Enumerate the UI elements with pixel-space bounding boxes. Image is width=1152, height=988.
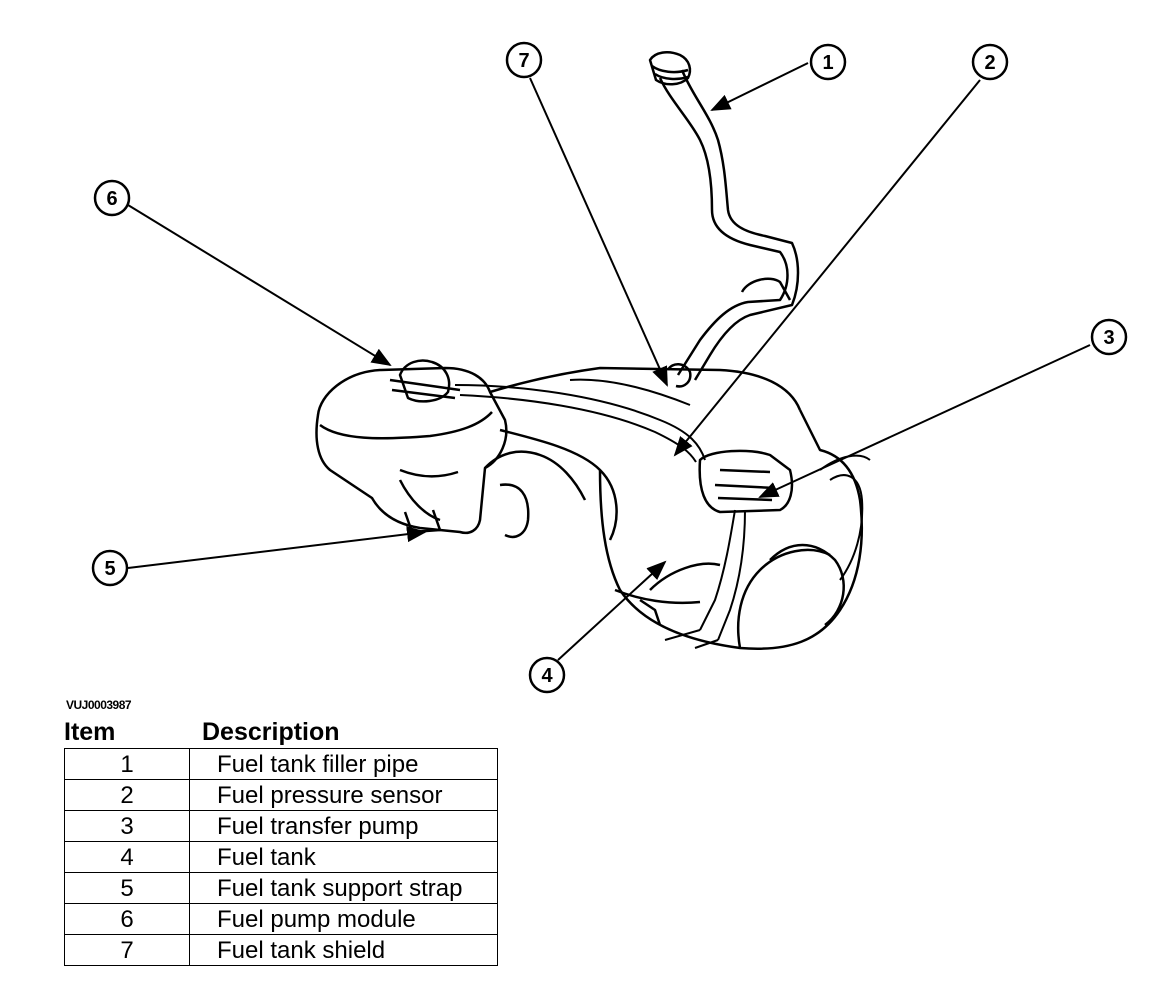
callout-number: 6 [106,188,117,210]
leader-line-1 [710,62,809,111]
item-number: 4 [64,841,190,873]
legend-table: 1 Fuel tank filler pipe 2 Fuel pressure … [64,748,498,966]
leader-line-7 [529,77,668,387]
fuel-tank-diagram: 1 2 3 4 5 6 7 [91,41,1128,694]
callout-7: 7 [505,41,543,79]
filler-pipe-drawing [648,51,800,388]
figure-code: VUJ0003987 [66,698,132,712]
leader-line-3 [758,344,1091,498]
callout-2: 2 [971,43,1009,81]
fuel-tank-drawing [315,359,871,650]
table-row: 7 Fuel tank shield [64,934,498,966]
table-header: Item Description [64,718,504,748]
table-row: 6 Fuel pump module [64,903,498,935]
header-description: Description [202,718,340,746]
leader-line-6 [127,204,392,367]
item-number: 1 [64,748,190,780]
leader-lines [127,62,1091,661]
item-description: Fuel tank filler pipe [189,748,498,780]
item-description: Fuel tank support strap [189,872,498,904]
item-number: 3 [64,810,190,842]
item-number: 6 [64,903,190,935]
table-row: 5 Fuel tank support strap [64,872,498,904]
item-description: Fuel transfer pump [189,810,498,842]
item-number: 7 [64,934,190,966]
item-description: Fuel pressure sensor [189,779,498,811]
callout-number: 2 [984,52,995,74]
item-description: Fuel tank [189,841,498,873]
table-row: 3 Fuel transfer pump [64,810,498,842]
callout-3: 3 [1090,318,1128,356]
table-row: 1 Fuel tank filler pipe [64,748,498,780]
callout-number: 1 [822,52,833,74]
item-number: 5 [64,872,190,904]
callout-4: 4 [528,656,566,694]
leader-line-2 [673,79,981,457]
leader-line-4 [557,560,667,661]
table-row: 4 Fuel tank [64,841,498,873]
callout-number: 5 [104,558,115,580]
header-item: Item [64,718,116,746]
callout-number: 4 [541,665,553,687]
callout-5: 5 [91,549,129,587]
callout-1: 1 [809,43,847,81]
item-description: Fuel tank shield [189,934,498,966]
table-row: 2 Fuel pressure sensor [64,779,498,811]
item-number: 2 [64,779,190,811]
callout-number: 3 [1103,327,1114,349]
callout-6: 6 [93,179,131,217]
item-description: Fuel pump module [189,903,498,935]
callout-number: 7 [518,50,529,72]
leader-line-5 [127,526,427,569]
